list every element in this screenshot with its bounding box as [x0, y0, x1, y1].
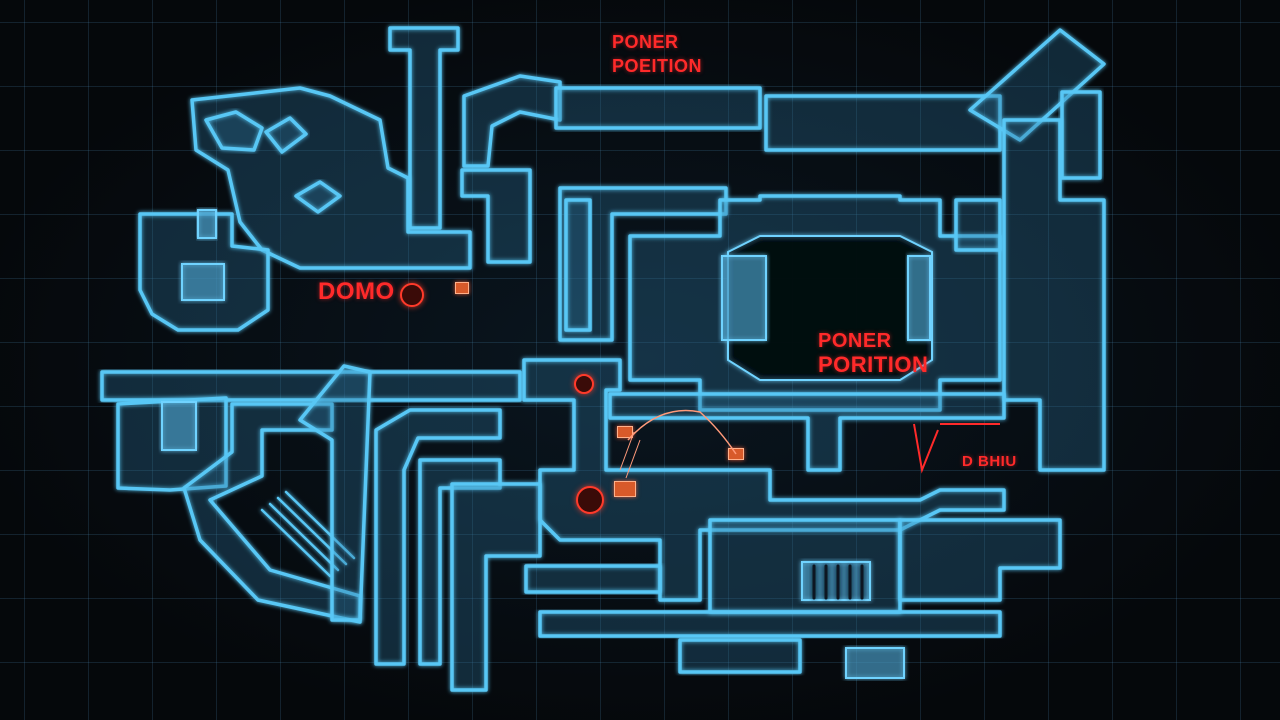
sw-arch — [298, 364, 372, 622]
south-strip — [524, 564, 662, 594]
center-label-line2: PORITION — [818, 352, 929, 377]
cw-loop-inner — [418, 458, 502, 666]
arena-pit — [727, 235, 933, 381]
nw-inner-2 — [264, 116, 308, 154]
player-marker-icon[interactable] — [455, 282, 469, 294]
south-corridor — [450, 482, 542, 692]
south-grate — [801, 561, 871, 601]
objective-marker-icon[interactable] — [576, 486, 604, 514]
east-label: D BHIU — [962, 453, 1017, 470]
player-marker-icon[interactable] — [617, 426, 633, 438]
nw-tower — [388, 26, 460, 230]
arena-column — [907, 255, 931, 341]
player-marker-icon[interactable] — [614, 481, 636, 497]
tc-pillar — [564, 198, 592, 332]
east-room — [954, 198, 1002, 252]
top-label-line2: POEITION — [612, 56, 703, 76]
se-block — [898, 518, 1062, 602]
ne-column — [1060, 90, 1102, 180]
south-long — [538, 610, 1002, 638]
west-vent — [197, 209, 217, 239]
objective-marker-icon[interactable] — [574, 374, 594, 394]
west-crate — [181, 263, 225, 301]
se-bottom — [678, 638, 802, 674]
sw-stairs-1 — [260, 490, 356, 578]
nw-inner-1 — [204, 110, 264, 152]
arena-ramp — [721, 255, 767, 341]
top-curve — [462, 74, 562, 168]
top-corridor — [554, 86, 762, 130]
nw-inner-3 — [294, 180, 342, 214]
center-label-line1: PONER — [818, 330, 892, 352]
objective-marker-icon[interactable] — [400, 283, 424, 307]
west-corridor — [100, 370, 522, 402]
se-crate — [845, 647, 905, 679]
east-column — [1002, 118, 1106, 472]
cw-loop — [374, 408, 502, 666]
player-marker-icon[interactable] — [728, 448, 744, 460]
domo-label: DOMO — [318, 278, 395, 305]
tc-block — [460, 168, 532, 264]
tc-stem — [558, 186, 728, 342]
top-rooms — [764, 94, 1002, 152]
centre-link — [608, 392, 1006, 472]
top-label-line1: PONER — [612, 32, 679, 52]
south-grate-bars — [812, 564, 864, 600]
sw-crate — [161, 401, 197, 451]
